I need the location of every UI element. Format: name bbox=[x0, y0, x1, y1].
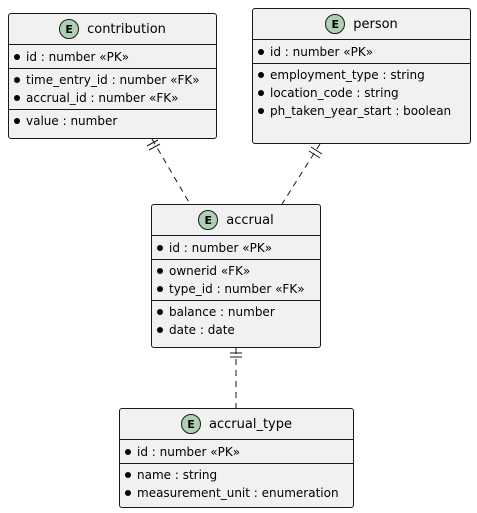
field-text: accrual_id : number «FK» bbox=[26, 91, 179, 105]
relation-person-accrual bbox=[281, 143, 323, 205]
field: time_entry_id : number «FK» bbox=[9, 71, 216, 89]
field: measurement_unit : enumeration bbox=[120, 484, 353, 502]
bullet-icon bbox=[258, 108, 264, 114]
entity-title: person bbox=[353, 16, 398, 32]
bullet-icon bbox=[258, 49, 264, 55]
field-text: date : date bbox=[169, 323, 235, 337]
entity-title: contribution bbox=[87, 21, 166, 37]
field: location_code : string bbox=[253, 84, 470, 102]
entity-accrual[interactable]: E accrual id : number «PK» ownerid «FK» … bbox=[151, 204, 321, 348]
field: id : number «PK» bbox=[253, 43, 470, 61]
field-text: time_entry_id : number «FK» bbox=[26, 73, 200, 87]
entity-header: E person bbox=[253, 9, 470, 39]
field: id : number «PK» bbox=[152, 239, 320, 257]
entity-title: accrual bbox=[226, 212, 274, 228]
entity-accrual-type[interactable]: E accrual_type id : number «PK» name : s… bbox=[119, 408, 354, 508]
bullet-icon bbox=[14, 118, 20, 124]
field: id : number «PK» bbox=[120, 443, 353, 461]
field: value : number bbox=[9, 112, 216, 130]
section-attributes: value : number bbox=[9, 109, 216, 132]
field-text: value : number bbox=[26, 114, 118, 128]
field-text: name : string bbox=[137, 468, 218, 482]
entity-header: E accrual_type bbox=[120, 409, 353, 439]
field-text: employment_type : string bbox=[270, 68, 425, 82]
relation-accrual-accrual-type bbox=[230, 348, 242, 408]
bullet-icon bbox=[14, 95, 20, 101]
field: accrual_id : number «FK» bbox=[9, 89, 216, 107]
field-text: ph_taken_year_start : boolean bbox=[270, 104, 452, 118]
field-text: id : number «PK» bbox=[137, 445, 241, 459]
bullet-icon bbox=[258, 90, 264, 96]
field-text: id : number «PK» bbox=[169, 241, 273, 255]
entity-person[interactable]: E person id : number «PK» employment_typ… bbox=[252, 8, 471, 144]
field: ownerid «FK» bbox=[152, 262, 320, 280]
bullet-icon bbox=[14, 77, 20, 83]
bullet-icon bbox=[157, 286, 163, 292]
entity-header: E contribution bbox=[9, 14, 216, 44]
section-foreign-keys: ownerid «FK» type_id : number «FK» bbox=[152, 259, 320, 300]
bullet-icon bbox=[125, 490, 131, 496]
entity-icon: E bbox=[325, 14, 346, 34]
bullet-icon bbox=[157, 309, 163, 315]
section-attributes: balance : number date : date bbox=[152, 300, 320, 341]
field: ph_taken_year_start : boolean bbox=[253, 102, 470, 120]
field-text: id : number «PK» bbox=[270, 45, 374, 59]
field-text: ownerid «FK» bbox=[169, 264, 251, 278]
bullet-icon bbox=[258, 72, 264, 78]
section-primary-key: id : number «PK» bbox=[120, 439, 353, 463]
section-primary-key: id : number «PK» bbox=[9, 44, 216, 68]
section-primary-key: id : number «PK» bbox=[152, 235, 320, 259]
field: balance : number bbox=[152, 303, 320, 321]
bullet-icon bbox=[125, 472, 131, 478]
field-text: location_code : string bbox=[270, 86, 399, 100]
section-attributes: name : string measurement_unit : enumera… bbox=[120, 463, 353, 504]
field: employment_type : string bbox=[253, 66, 470, 84]
entity-header: E accrual bbox=[152, 205, 320, 235]
entity-icon: E bbox=[59, 19, 80, 39]
entity-icon: E bbox=[198, 210, 219, 230]
bullet-icon bbox=[125, 449, 131, 455]
entity-title: accrual_type bbox=[209, 416, 292, 432]
field-text: id : number «PK» bbox=[26, 50, 130, 64]
field-text: measurement_unit : enumeration bbox=[137, 486, 339, 500]
field: name : string bbox=[120, 466, 353, 484]
field-text: balance : number bbox=[169, 305, 275, 319]
section-attributes: employment_type : string location_code :… bbox=[253, 63, 470, 122]
bullet-icon bbox=[157, 245, 163, 251]
relation-contribution-accrual bbox=[146, 138, 191, 205]
field: id : number «PK» bbox=[9, 48, 216, 66]
entity-icon: E bbox=[181, 414, 202, 434]
section-primary-key: id : number «PK» bbox=[253, 39, 470, 63]
field: date : date bbox=[152, 321, 320, 339]
field-text: type_id : number «FK» bbox=[169, 282, 305, 296]
bullet-icon bbox=[157, 327, 163, 333]
section-foreign-keys: time_entry_id : number «FK» accrual_id :… bbox=[9, 68, 216, 109]
bullet-icon bbox=[157, 268, 163, 274]
bullet-icon bbox=[14, 54, 20, 60]
field: type_id : number «FK» bbox=[152, 280, 320, 298]
entity-contribution[interactable]: E contribution id : number «PK» time_ent… bbox=[8, 13, 217, 139]
